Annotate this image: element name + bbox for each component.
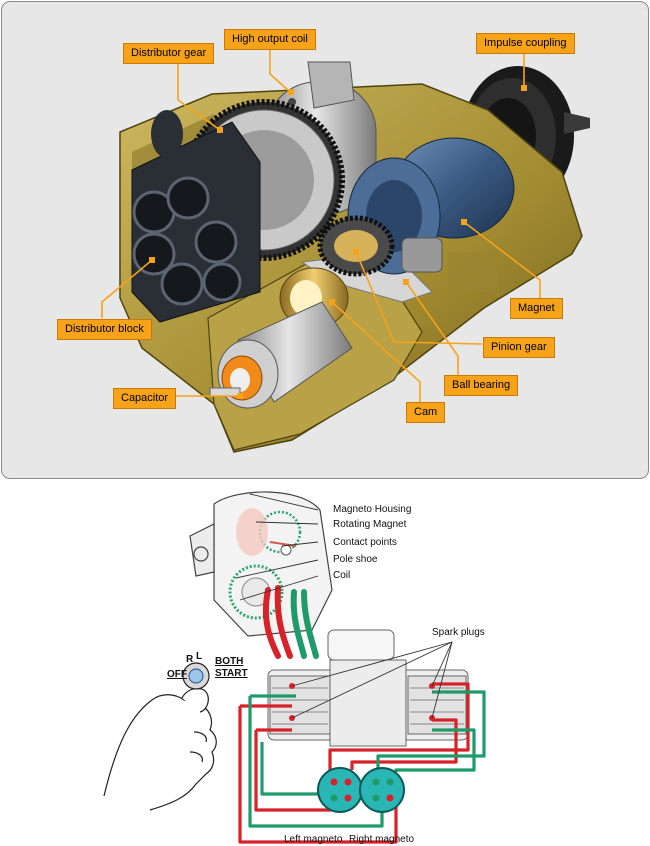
callout-distributor-block: Distributor block: [57, 319, 152, 340]
pole-shoe: [228, 564, 284, 620]
ball-bearing: [401, 237, 443, 273]
ignition-leads: [238, 682, 486, 844]
label-leaders: [235, 493, 453, 719]
magneto-cutaway-illustration: [101, 50, 590, 453]
label-coil: Coil: [333, 570, 351, 581]
callout-pinion-gear: Pinion gear: [483, 337, 555, 358]
magneto-output-wires: [262, 585, 319, 659]
switch-l-label: L: [196, 651, 203, 662]
label-rotating-magnet: Rotating Magnet: [333, 519, 407, 530]
callout-magnet: Magnet: [510, 298, 563, 319]
switch-both-label: BOTH: [215, 656, 244, 667]
distributor-block: [131, 110, 261, 323]
callout-high-output-coil: High output coil: [224, 29, 316, 50]
callout-impulse-coupling: Impulse coupling: [476, 33, 575, 54]
capacitor: [209, 301, 353, 409]
callout-ball-bearing: Ball bearing: [444, 375, 519, 396]
callout-distributor-gear: Distributor gear: [123, 43, 215, 64]
callout-cam: Cam: [406, 402, 446, 423]
right-magneto-cap: [359, 767, 405, 813]
pinion-gear: [317, 215, 395, 277]
magneto-cutaway-panel: High output coil Distributor gear Impuls…: [1, 1, 649, 479]
label-left-magneto: Left magneto: [284, 834, 343, 845]
switch-start-label: START: [215, 668, 248, 679]
label-contact-points: Contact points: [333, 537, 397, 548]
callout-dots: [149, 85, 527, 399]
rotating-magnet: [236, 508, 302, 556]
ignition-wiring-diagram: [103, 491, 486, 844]
contact-points: [269, 541, 297, 556]
label-pole-shoe: Pole shoe: [333, 554, 378, 565]
label-right-magneto: Right magneto: [349, 834, 415, 845]
engine-outline: [267, 629, 469, 747]
callout-capacitor: Capacitor: [113, 388, 177, 409]
left-magneto-cap: [317, 767, 363, 813]
switch-r-label: R: [186, 654, 194, 665]
label-spark-plugs: Spark plugs: [432, 627, 485, 638]
hand-and-switch: [103, 662, 217, 811]
switch-off-label: OFF: [167, 669, 187, 680]
label-magneto-housing: Magneto Housing: [333, 504, 412, 515]
